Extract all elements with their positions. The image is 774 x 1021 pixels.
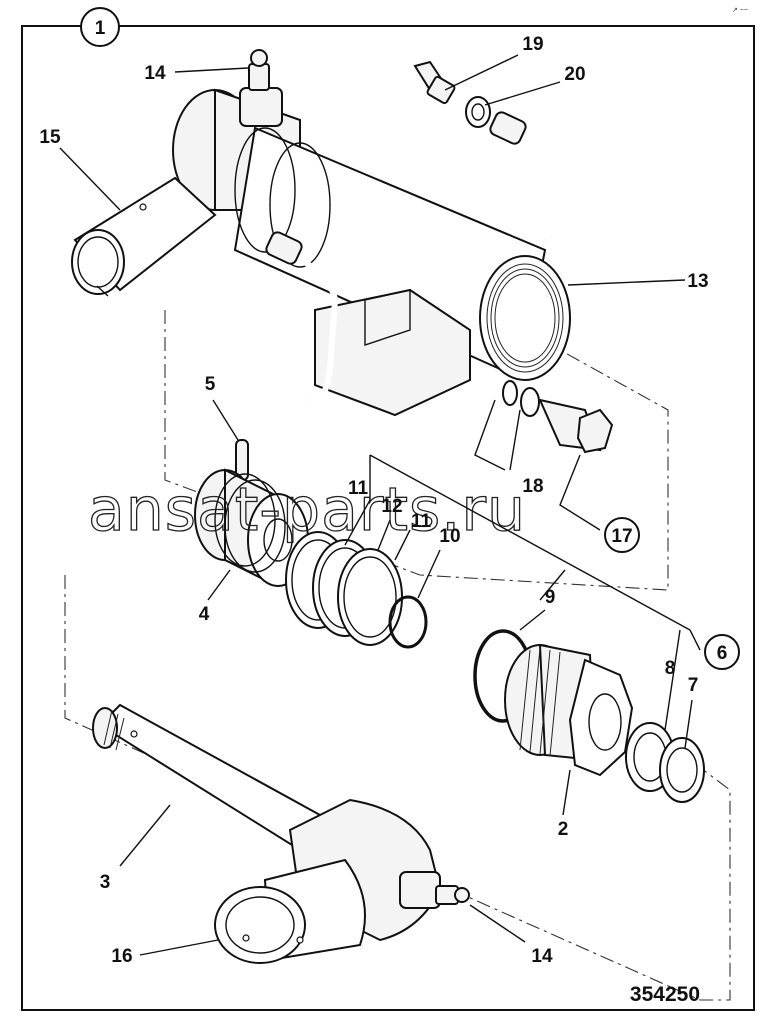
- callout-6: 6: [717, 643, 728, 664]
- callout-11-right: 11: [411, 511, 432, 532]
- callout-17-circle: 17: [604, 517, 640, 553]
- seal-ring-icon: [502, 380, 540, 417]
- callout-14-bottom: 14: [531, 946, 553, 967]
- piston-icon: [194, 468, 309, 587]
- valve-kit-icon: [538, 398, 614, 454]
- figure-number: 354250: [630, 983, 700, 1006]
- callout-20: 20: [564, 64, 585, 85]
- callout-10: 10: [439, 526, 460, 547]
- callout-17: 17: [611, 526, 632, 547]
- callout-15: 15: [39, 127, 61, 148]
- callout-5: 5: [205, 374, 216, 395]
- piston-seal-icon: [312, 539, 403, 646]
- gland-nut-icon: [504, 643, 634, 777]
- callout-16: 16: [111, 946, 132, 967]
- kit-boundaries: [64, 310, 731, 1001]
- callout-numbers: 14 15 19 20 13 5 18 17 11 12 11 10 4 9 6…: [39, 34, 740, 967]
- callout-11-left: 11: [348, 478, 369, 499]
- callout-14-top: 14: [144, 63, 166, 84]
- callout-18: 18: [522, 476, 543, 497]
- callout-3: 3: [100, 872, 111, 893]
- callout-9: 9: [545, 587, 556, 608]
- wiper-seal-icon: [659, 737, 705, 803]
- callout-7: 7: [688, 675, 699, 696]
- callout-19: 19: [522, 34, 543, 55]
- callout-1: 1: [95, 18, 106, 39]
- callout-6-circle: 6: [704, 634, 740, 670]
- callout-4: 4: [199, 604, 210, 625]
- piston-rod-icon: [92, 703, 442, 964]
- diagram-border: [21, 25, 755, 1011]
- leader-lines: [59, 54, 701, 956]
- callout-13: 13: [687, 271, 708, 292]
- callout-12: 12: [381, 496, 402, 517]
- adapter-icon: [413, 60, 456, 105]
- assembly-callout: 1: [80, 7, 120, 47]
- callout-2: 2: [558, 819, 569, 840]
- watermark: ansat-parts.ru: [88, 475, 526, 545]
- cylinder-barrel-icon: [71, 87, 571, 417]
- top-right-mark: ↗ ~~: [732, 7, 748, 14]
- grease-nipple-icon: [248, 49, 270, 91]
- callout-8: 8: [665, 658, 676, 679]
- grease-nipple-icon: [435, 885, 470, 905]
- o-ring-icon: [388, 595, 428, 649]
- bonded-seal-icon: [465, 96, 491, 128]
